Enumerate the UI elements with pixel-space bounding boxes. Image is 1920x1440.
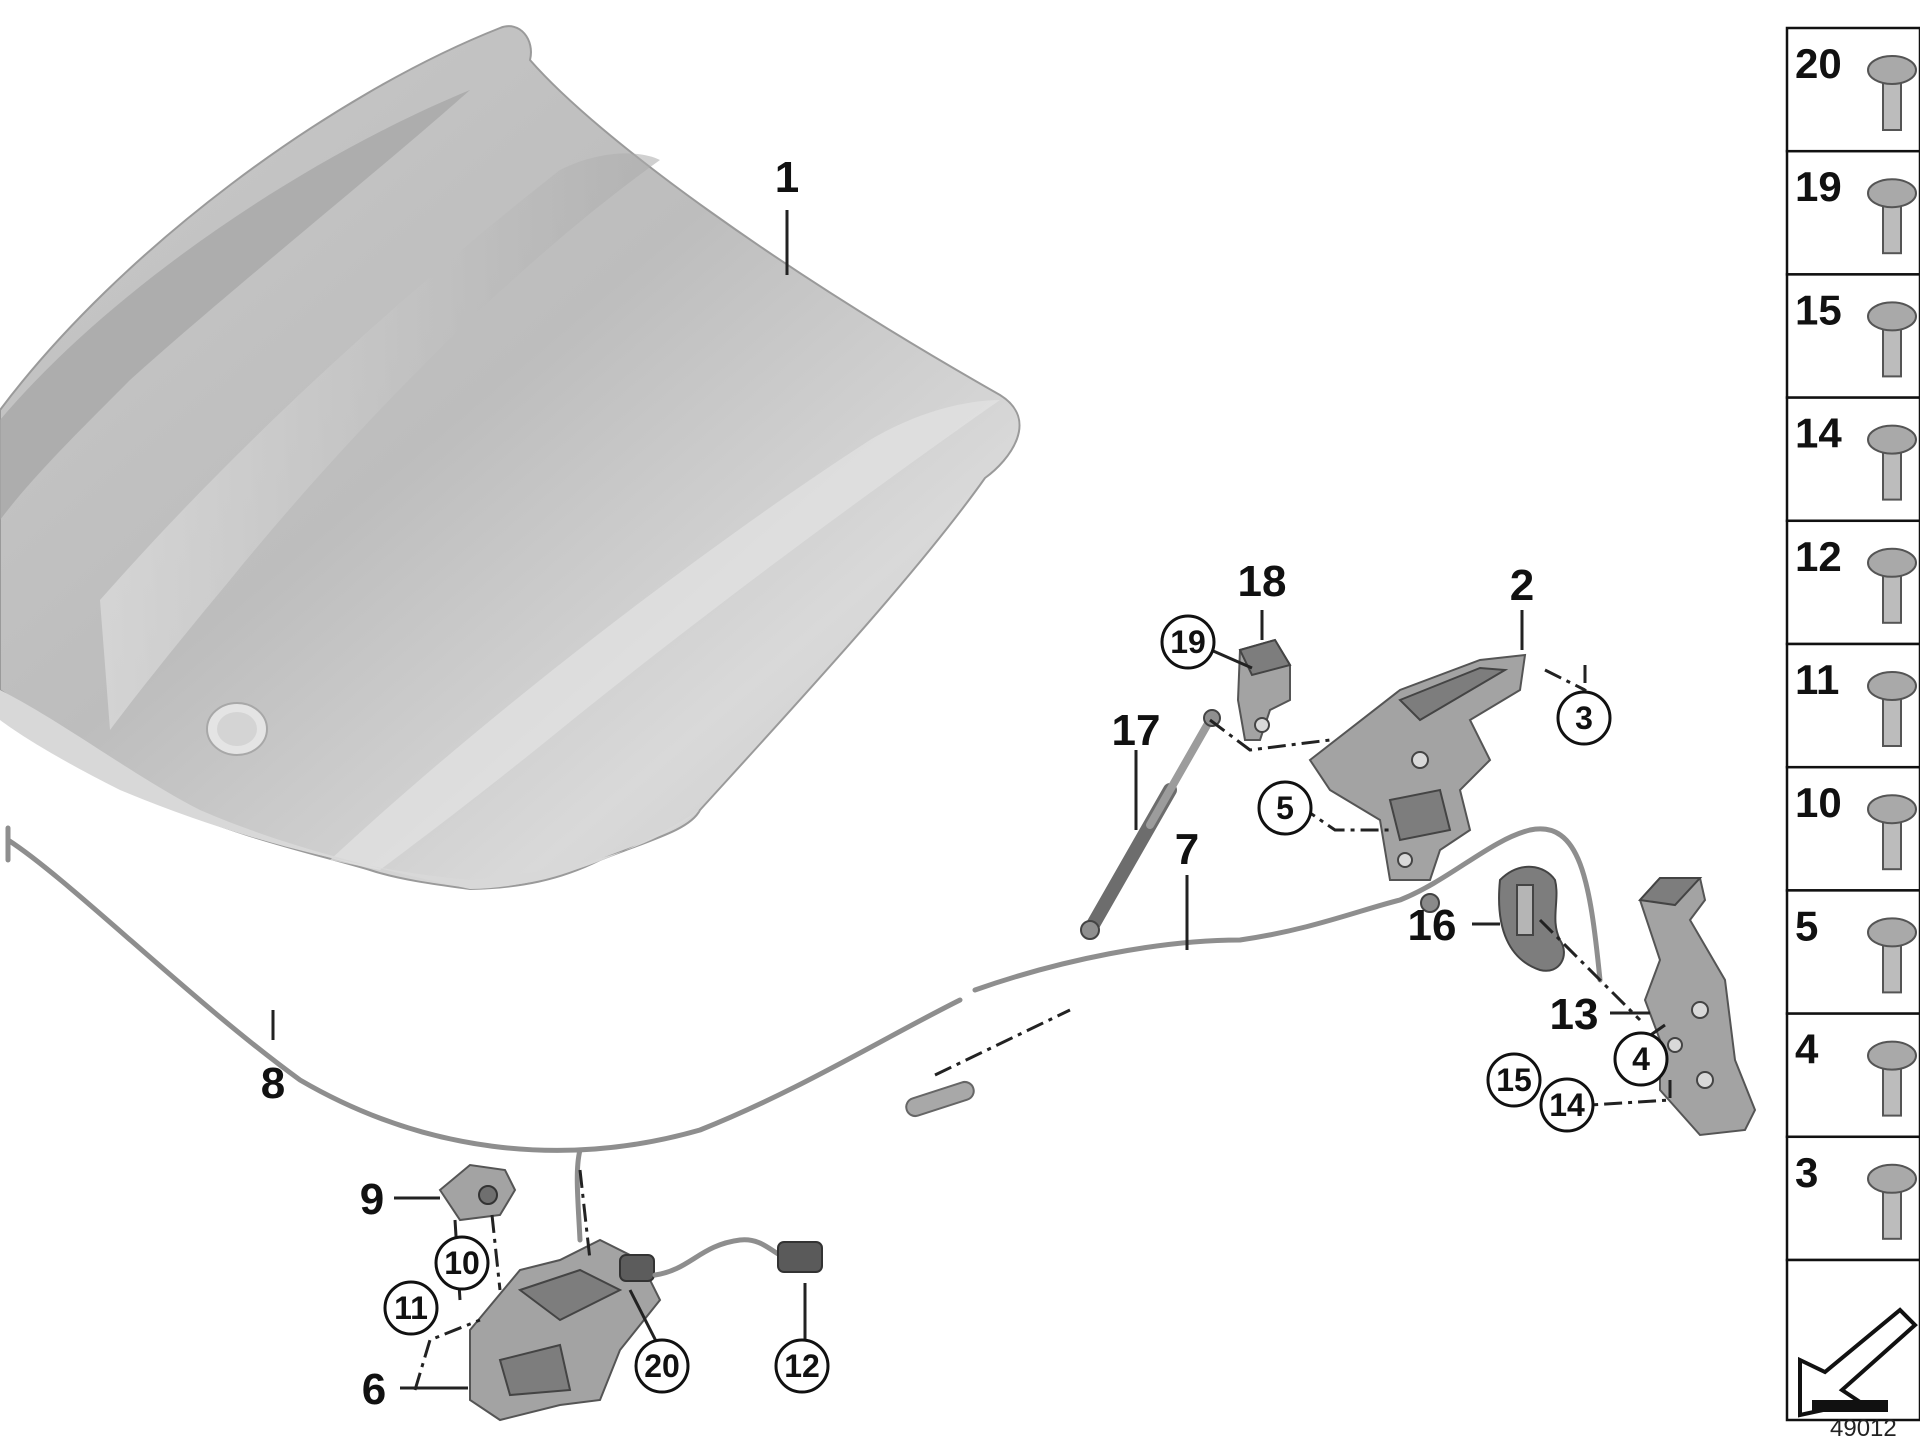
table-label-19: 19 xyxy=(1795,163,1842,210)
connector xyxy=(652,1237,823,1278)
table-label-5: 5 xyxy=(1795,902,1818,949)
fastener-3-shank xyxy=(1882,1187,1902,1240)
svg-text:20: 20 xyxy=(644,1348,680,1384)
reference-number: 49012 xyxy=(1830,1415,1897,1440)
hood-panel xyxy=(0,25,1021,891)
label-17: 17 xyxy=(1112,706,1161,755)
gas-strut xyxy=(1080,709,1221,940)
svg-text:3: 3 xyxy=(1575,700,1593,736)
svg-text:12: 12 xyxy=(784,1348,820,1384)
callout-circle-14: 14 xyxy=(1539,1077,1595,1133)
svg-text:19: 19 xyxy=(1170,624,1206,660)
hood-hinge xyxy=(1308,653,1527,881)
svg-text:11: 11 xyxy=(394,1290,428,1326)
fastener-3-icon xyxy=(1867,1163,1917,1194)
table-cell-10: 10 xyxy=(1785,765,1920,892)
table-cell-14: 14 xyxy=(1785,396,1920,523)
label-16: 16 xyxy=(1408,901,1457,950)
callout-circle-19: 19 xyxy=(1160,614,1216,670)
fastener-4-icon xyxy=(1867,1040,1917,1071)
hood-lock xyxy=(469,1238,662,1422)
fastener-14-icon xyxy=(1867,424,1917,455)
table-label-10: 10 xyxy=(1795,779,1842,826)
table-cell-3: 3 xyxy=(1785,1135,1920,1262)
table-cell-19: 19 xyxy=(1785,149,1920,276)
table-cell-20: 20 xyxy=(1785,26,1920,153)
fastener-10-shank xyxy=(1882,818,1902,871)
callout-circle-3: 3 xyxy=(1556,690,1612,746)
dashed-lines xyxy=(413,665,1672,1391)
label-1: 1 xyxy=(775,153,799,202)
cable-break xyxy=(934,1008,1071,1077)
callout-circle-5: 5 xyxy=(1257,780,1313,836)
callout-circle-15: 15 xyxy=(1486,1052,1542,1108)
label-9: 9 xyxy=(360,1175,384,1224)
table-label-14: 14 xyxy=(1795,410,1842,457)
svg-text:15: 15 xyxy=(1496,1062,1532,1098)
callout-circle-12: 12 xyxy=(774,1338,830,1394)
label-6: 6 xyxy=(362,1365,386,1414)
fastener-19-icon xyxy=(1867,178,1917,209)
catch-plate xyxy=(438,1163,517,1222)
lock-bracket xyxy=(1637,877,1757,1137)
label-2: 2 xyxy=(1510,561,1534,610)
table-label-12: 12 xyxy=(1795,533,1842,580)
fastener-14-shank xyxy=(1882,448,1902,501)
arrow-cell xyxy=(1785,1258,1920,1422)
fastener-15-shank xyxy=(1882,325,1902,378)
label-13: 13 xyxy=(1550,990,1599,1039)
fastener-5-icon xyxy=(1867,917,1917,948)
fastener-15-icon xyxy=(1867,301,1917,332)
table-cell-5: 5 xyxy=(1785,889,1920,1015)
svg-text:10: 10 xyxy=(444,1245,480,1281)
fastener-20-icon xyxy=(1867,55,1917,85)
table-cell-12: 12 xyxy=(1785,519,1920,646)
fastener-table: 20 19 15 14 12 11 10 5 4 3 xyxy=(1785,26,1920,1262)
hinge-bracket xyxy=(1236,638,1292,741)
table-cell-4: 4 xyxy=(1785,1012,1920,1139)
fastener-20-shank xyxy=(1882,79,1902,131)
label-8: 8 xyxy=(261,1059,285,1108)
fastener-19-shank xyxy=(1882,202,1902,255)
fastener-11-icon xyxy=(1867,671,1917,701)
table-label-15: 15 xyxy=(1795,286,1842,333)
table-cell-15: 15 xyxy=(1785,273,1920,399)
table-label-20: 20 xyxy=(1795,40,1842,87)
callout-circle-4: 4 xyxy=(1613,1031,1669,1087)
table-cell-11: 11 xyxy=(1785,642,1920,769)
fastener-11-shank xyxy=(1882,695,1902,747)
callout-circle-10: 10 xyxy=(434,1235,490,1291)
leader-lines xyxy=(271,210,1666,1390)
fastener-4-shank xyxy=(1882,1064,1902,1117)
table-label-3: 3 xyxy=(1795,1149,1818,1196)
table-label-11: 11 xyxy=(1795,656,1839,703)
callout-circle-20: 20 xyxy=(634,1338,690,1394)
label-18: 18 xyxy=(1238,557,1287,606)
label-7: 7 xyxy=(1175,825,1199,874)
table-label-4: 4 xyxy=(1795,1026,1819,1073)
rubber-buffer xyxy=(1498,865,1565,972)
svg-text:14: 14 xyxy=(1549,1087,1585,1123)
fastener-5-shank xyxy=(1882,941,1902,994)
fastener-12-icon xyxy=(1867,547,1917,578)
fastener-10-icon xyxy=(1867,794,1917,825)
fastener-12-shank xyxy=(1882,571,1902,624)
svg-text:5: 5 xyxy=(1276,790,1294,826)
svg-text:4: 4 xyxy=(1632,1041,1650,1077)
release-cable xyxy=(5,825,1603,1243)
callout-circle-11: 11 xyxy=(383,1280,439,1336)
